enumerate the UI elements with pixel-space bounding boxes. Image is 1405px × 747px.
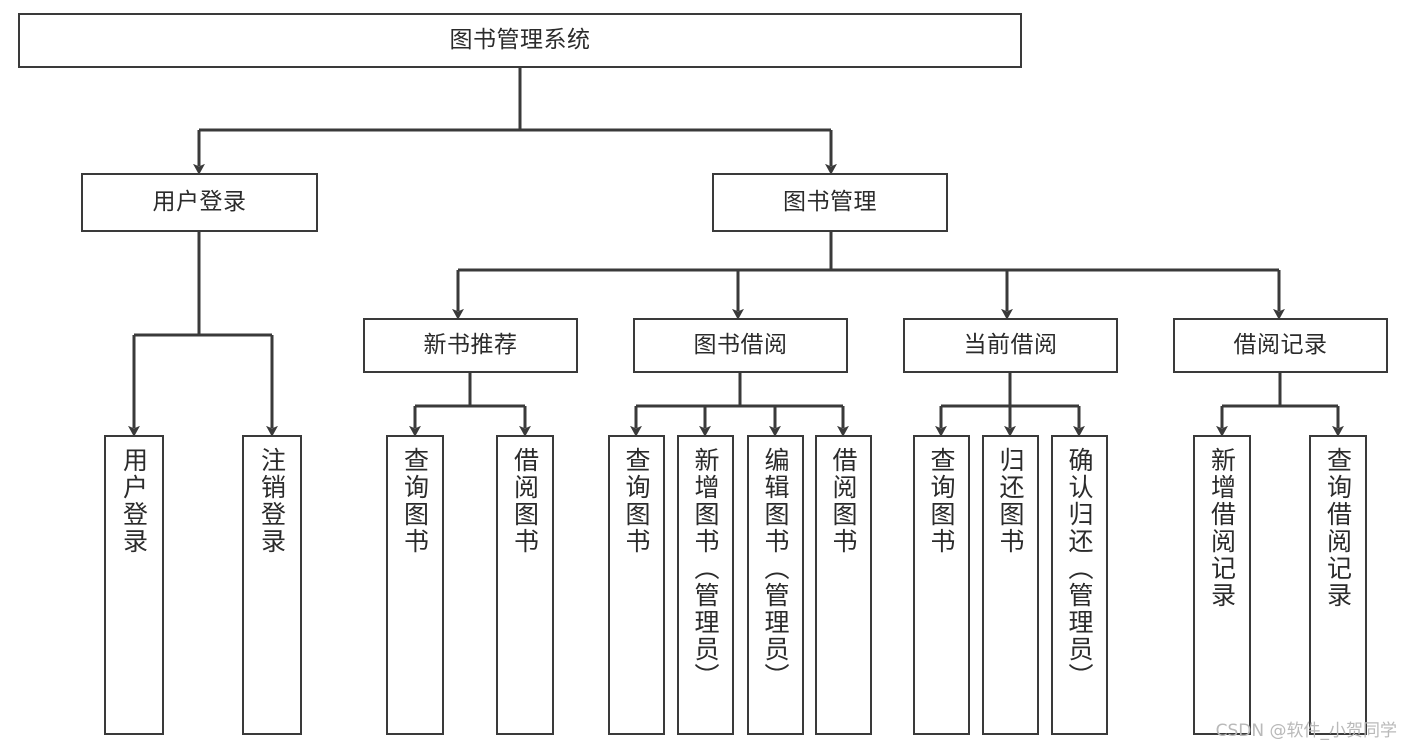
leaf-borrow-records-add-record[interactable]: 新增借阅记录 xyxy=(1193,435,1251,735)
leaf-user-login-logout[interactable]: 注销登录 xyxy=(242,435,302,735)
node-label: 用户登录 xyxy=(119,447,149,555)
node-label: 当前借阅 xyxy=(963,331,1058,358)
node-label: 注销登录 xyxy=(257,447,287,555)
leaf-current-borrow-confirm-return-admin[interactable]: 确认归还（管理员） xyxy=(1051,435,1108,735)
leaf-book-borrow-add-book-admin[interactable]: 新增图书（管理员） xyxy=(677,435,734,735)
node-label: 新增图书（管理员） xyxy=(691,447,720,690)
node-label: 新书推荐 xyxy=(423,331,518,358)
node-label: 编辑图书（管理员） xyxy=(761,447,790,690)
leaf-new-book-query-books[interactable]: 查询图书 xyxy=(386,435,444,735)
node-label: 查询图书 xyxy=(622,447,651,555)
node-label: 借阅记录 xyxy=(1233,331,1328,358)
node-label: 查询借阅记录 xyxy=(1323,447,1353,609)
node-label: 图书借阅 xyxy=(693,331,788,358)
node-label: 确认归还（管理员） xyxy=(1065,447,1094,690)
node-label: 借阅图书 xyxy=(510,447,540,555)
node-label: 用户登录 xyxy=(152,188,247,215)
node-book-borrow[interactable]: 图书借阅 xyxy=(633,318,848,373)
node-book-management[interactable]: 图书管理 xyxy=(712,173,948,232)
leaf-book-borrow-edit-book-admin[interactable]: 编辑图书（管理员） xyxy=(747,435,804,735)
node-label: 查询图书 xyxy=(927,447,956,555)
leaf-new-book-borrow-books[interactable]: 借阅图书 xyxy=(496,435,554,735)
leaf-borrow-records-query-record[interactable]: 查询借阅记录 xyxy=(1309,435,1367,735)
node-label: 新增借阅记录 xyxy=(1207,447,1237,609)
node-borrow-records[interactable]: 借阅记录 xyxy=(1173,318,1388,373)
node-label: 查询图书 xyxy=(400,447,430,555)
leaf-book-borrow-borrow-books[interactable]: 借阅图书 xyxy=(815,435,872,735)
node-label: 图书管理系统 xyxy=(449,26,591,53)
leaf-current-borrow-query-books[interactable]: 查询图书 xyxy=(913,435,970,735)
node-label: 借阅图书 xyxy=(829,447,858,555)
leaf-current-borrow-return-books[interactable]: 归还图书 xyxy=(982,435,1039,735)
node-user-login[interactable]: 用户登录 xyxy=(81,173,318,232)
leaf-user-login-login[interactable]: 用户登录 xyxy=(104,435,164,735)
node-label: 归还图书 xyxy=(996,447,1025,555)
leaf-book-borrow-query-books[interactable]: 查询图书 xyxy=(608,435,665,735)
node-new-book-recommend[interactable]: 新书推荐 xyxy=(363,318,578,373)
node-current-borrow[interactable]: 当前借阅 xyxy=(903,318,1118,373)
node-label: 图书管理 xyxy=(783,188,877,215)
node-root-system[interactable]: 图书管理系统 xyxy=(18,13,1022,68)
